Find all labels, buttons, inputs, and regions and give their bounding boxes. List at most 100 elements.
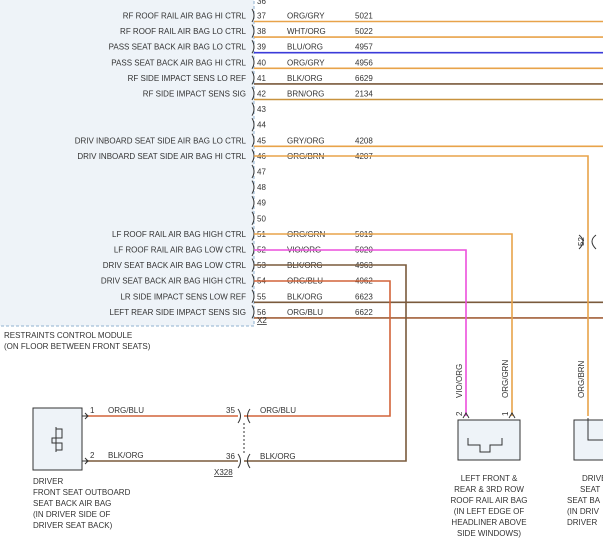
module-ground-pin: X2 (257, 316, 267, 325)
pin-label: DRIV SEAT BACK AIR BAG LOW CTRL (103, 261, 247, 270)
wire-color-label: BRN/ORG (287, 90, 324, 99)
pin-label: PASS SEAT BACK AIR BAG LO CTRL (109, 43, 247, 52)
circuit-number: 2134 (355, 90, 373, 99)
pin-label: LF ROOF RAIL AIR BAG HIGH CTRL (112, 230, 247, 239)
inline-connector-x328 (237, 408, 251, 469)
pin-label: RF SIDE IMPACT SENS SIG (143, 90, 246, 99)
lf-pin-left: 2 (455, 411, 464, 416)
lf-label-1: LEFT FRONT & (461, 474, 518, 483)
right-label-1: DRIVE (582, 474, 603, 483)
right-label-5: DRIVER (567, 518, 597, 527)
circuit-number: 5021 (355, 12, 373, 21)
pin-bracket (251, 71, 255, 85)
wire-color-label: BLU/ORG (287, 43, 323, 52)
pin-label: PASS SEAT BACK AIR BAG HI CTRL (111, 58, 246, 67)
pin-label: DRIV INBOARD SEAT SIDE AIR BAG HI CTRL (77, 152, 246, 161)
pin-number: 43 (257, 105, 266, 114)
pin-number: 47 (257, 168, 266, 177)
restraints-control-module (0, 0, 255, 327)
driver-label-1: DRIVER (33, 477, 63, 486)
pin-number: 41 (257, 74, 266, 83)
circuit-number: 4956 (355, 58, 373, 67)
pin-bracket (251, 289, 255, 304)
driver-seat-back-air-bag (32, 407, 89, 471)
right-airbag-icon (587, 418, 603, 441)
pin-bracket (251, 117, 255, 132)
circuit-number: 4957 (355, 43, 373, 52)
driver-label-2: FRONT SEAT OUTBOARD (33, 488, 131, 497)
pin-number: 42 (257, 90, 266, 99)
right-label-2: SEAT (580, 485, 600, 494)
pin-label: LEFT REAR SIDE IMPACT SENS SIG (110, 308, 246, 317)
circuit-number: 4208 (355, 136, 373, 145)
pin-number: 49 (257, 199, 266, 208)
wire-color-label: ORG/GRY (287, 58, 325, 67)
driver-label-4: (IN DRIVER SIDE OF (33, 510, 110, 519)
lf-label-6: SIDE WINDOWS) (457, 529, 521, 538)
circuit-number: 6629 (355, 74, 373, 83)
x328-name: X328 (214, 468, 233, 477)
pin-bracket (251, 164, 255, 179)
lf-pin-arrow-right (508, 412, 516, 419)
circuit-number: 6622 (355, 308, 373, 317)
wire-color-label: ORG/GRY (287, 12, 325, 21)
driver-wire-2: BLK/ORG (108, 451, 144, 460)
pin-label: DRIV INBOARD SEAT SIDE AIR BAG LO CTRL (75, 136, 247, 145)
lf-label-4: (IN LEFT EDGE OF (454, 507, 525, 516)
wire-blk-org-driver (244, 264, 407, 462)
wire-vio-org (254, 249, 467, 416)
pin-number: 45 (257, 136, 266, 145)
driver-inboard-seat-side-air-bag (573, 418, 603, 461)
pin-bracket (251, 86, 255, 101)
pin-bracket (251, 211, 255, 226)
right-wire: ORG/BRN (577, 360, 586, 398)
pin-bracket (251, 55, 255, 70)
wire-color-label: BLK/ORG (287, 292, 323, 301)
lf-pin-right: 1 (501, 411, 510, 416)
pin-number: 40 (257, 58, 266, 67)
pin-label: RF ROOF RAIL AIR BAG HI CTRL (123, 12, 247, 21)
driver-pin-arrow-2 (82, 457, 89, 465)
lf-roof-rail-air-bag (457, 412, 521, 461)
pin-bracket (251, 102, 255, 116)
pin-bracket (251, 133, 255, 148)
x328-wire-a: ORG/BLU (260, 406, 296, 415)
pin-number: 44 (257, 121, 266, 130)
airbag-icon (51, 427, 63, 452)
pin-label: LF ROOF RAIL AIR BAG LOW CTRL (114, 246, 247, 255)
wire-color-label: BLK/ORG (287, 74, 323, 83)
lf-wire-right: ORG/GRN (501, 360, 510, 398)
pin-number: 56 (257, 308, 266, 317)
connector-break-upper (237, 408, 251, 424)
lf-label-5: HEADLINER ABOVE (451, 518, 526, 527)
lf-label-2: REAR & 3RD ROW (454, 485, 524, 494)
pin-bracket (251, 39, 255, 54)
driver-wire-1: ORG/BLU (108, 406, 144, 415)
pin-bracket (251, 305, 255, 319)
circuit-number: 5022 (355, 27, 373, 36)
module-location: (ON FLOOR BETWEEN FRONT SEATS) (4, 342, 151, 351)
pin-label: RF ROOF RAIL AIR BAG LO CTRL (120, 27, 247, 36)
lf-wire-left: VIO/ORG (455, 364, 464, 398)
lf-pin-arrow-left (462, 412, 470, 419)
pin-label: LR SIDE IMPACT SENS LOW REF (120, 292, 246, 301)
module-name: RESTRAINTS CONTROL MODULE (4, 331, 132, 340)
wire-org-blu-driver (244, 280, 391, 417)
driver-pin-arrow-1 (82, 412, 89, 420)
right-label-4: (IN DRIV (567, 507, 600, 516)
wire-color-label: GRY/ORG (287, 136, 325, 145)
pin-number: 39 (257, 43, 266, 52)
circuit-number: 6623 (355, 292, 373, 301)
lf-airbag-icon (467, 438, 503, 453)
pin-number: 55 (257, 292, 266, 301)
right-label-3: SEAT BA (567, 496, 601, 505)
driver-pin-2: 2 (90, 451, 95, 460)
pin-number: 37 (257, 12, 266, 21)
connector-break-lower (237, 453, 251, 469)
driver-label-5: DRIVER SEAT BACK) (33, 521, 113, 530)
module-top-pin: 36 (257, 0, 266, 6)
pin-label: RF SIDE IMPACT SENS LO REF (128, 74, 247, 83)
pin-label: DRIV SEAT BACK AIR BAG HIGH CTRL (101, 277, 247, 286)
pin-bracket (251, 180, 255, 194)
